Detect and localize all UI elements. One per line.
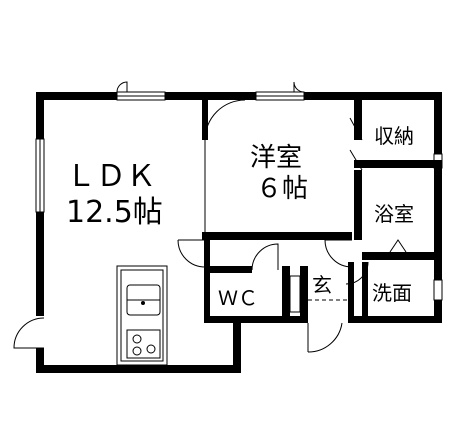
ldk-size: 12.5帖: [66, 195, 163, 230]
sink-icon: [126, 284, 161, 316]
interior-walls: [202, 100, 442, 316]
outer-walls: [36, 92, 442, 373]
ldk-label: ＬＤＫ: [66, 159, 156, 194]
washroom-label: 洗面: [372, 281, 412, 305]
toilet-label: ＷＣ: [218, 286, 258, 310]
doors: [13, 81, 407, 353]
stove-icon: [126, 329, 161, 359]
bath-label: 浴室: [374, 202, 414, 226]
entrance-label: 玄: [312, 273, 332, 297]
storage-label: 収納: [374, 124, 414, 148]
entrance-step: [289, 275, 348, 313]
western-room-label: 洋室: [250, 143, 302, 173]
western-room-size: ６帖: [256, 174, 308, 204]
kitchen-counter: [116, 265, 168, 366]
